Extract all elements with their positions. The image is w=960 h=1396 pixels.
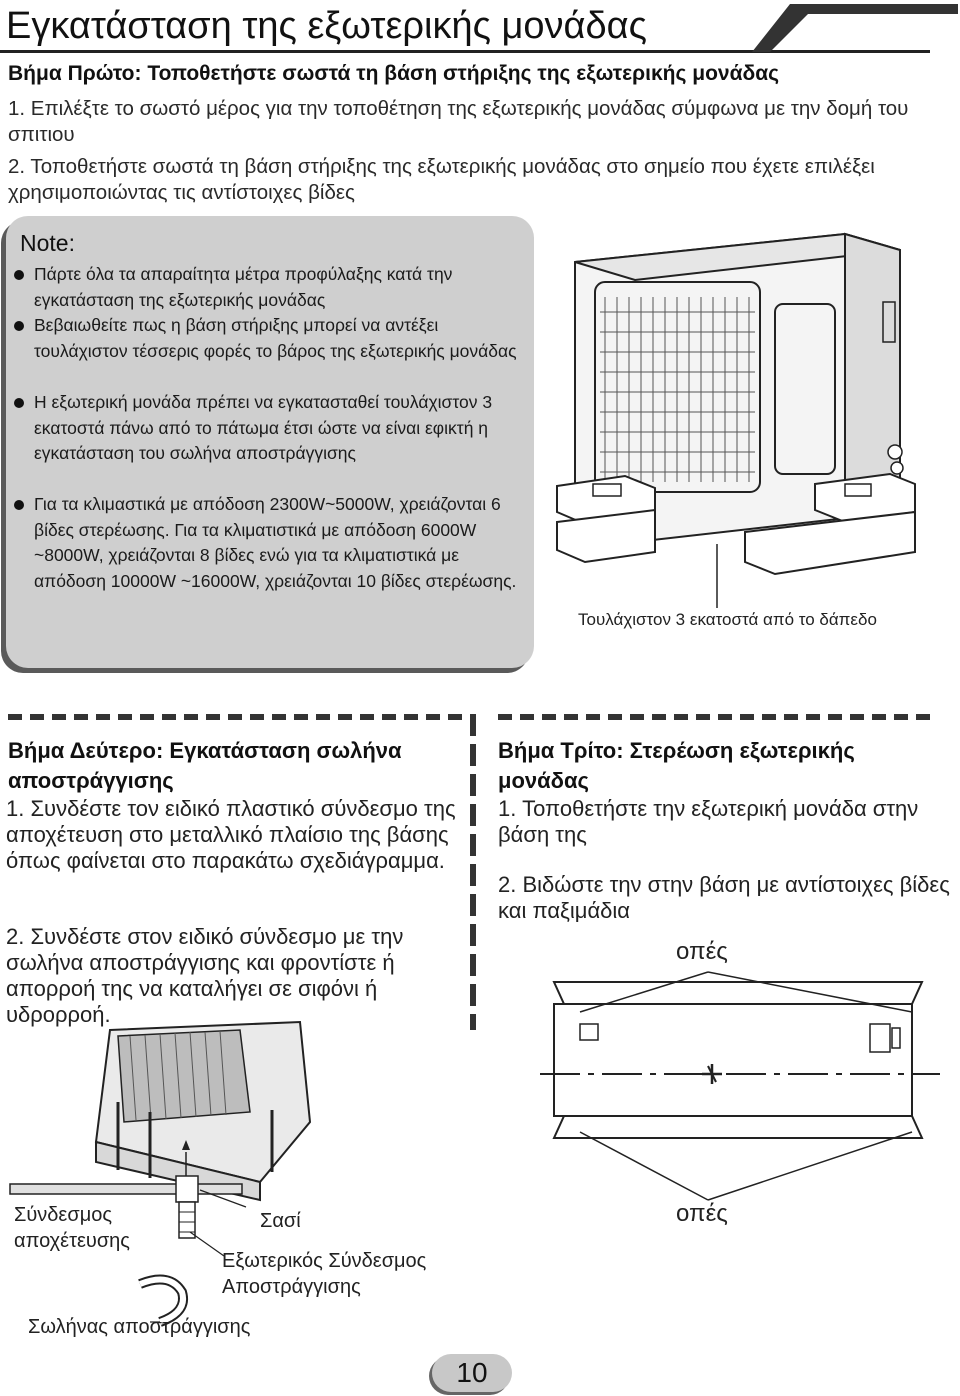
- label-holes-top: οπές: [676, 938, 728, 965]
- bullet-icon: [14, 270, 24, 280]
- label-drain-hose: Σωλήνας αποστράγγισης: [28, 1316, 251, 1338]
- step1-item-1: 1. Επιλέξτε το σωστό μέρος για την τοποθ…: [8, 97, 909, 146]
- label-external-joint: Εξωτερικός Σύνδεσμος Αποστράγγισης: [222, 1250, 427, 1298]
- label-chassis: Σασί: [260, 1210, 301, 1232]
- step3-item-1: 1. Τοποθετήστε την εξωτερική μονάδα στην…: [498, 796, 919, 847]
- step3-heading: Βήμα Τρίτο: Στερέωση εξωτερικής μονάδας: [498, 738, 855, 793]
- note-item: Για τα κλιμαστικά με απόδοση 2300W~5000W…: [14, 492, 524, 594]
- label-holes-bottom: οπές: [676, 1200, 728, 1227]
- step2-item-2: 2. Συνδέστε στον ειδικό σύνδεσμο με την …: [6, 924, 404, 1027]
- step1-item-2: 2. Τοποθετήστε σωστά τη βάση στήριξης τη…: [8, 155, 875, 204]
- note-item: Πάρτε όλα τα απαραίτητα μέτρα προφύλαξης…: [14, 262, 524, 313]
- figure1-caption: Τουλάχιστον 3 εκατοστά από το δάπεδο: [578, 610, 877, 629]
- drain-joint-illustration: [9, 1020, 312, 1327]
- label-drain-joint: Σύνδεσμος αποχέτευσης: [14, 1204, 130, 1252]
- bullet-icon: [14, 321, 24, 331]
- step3-item-2: 2. Βιδώστε την στην βάση με αντίστοιχες …: [498, 872, 950, 923]
- note-list: Πάρτε όλα τα απαραίτητα μέτρα προφύλαξης…: [14, 262, 524, 594]
- note-item: Βεβαιωθείτε πως η βάση στήριξης μπορεί ν…: [14, 313, 524, 390]
- step2-heading: Βήμα Δεύτερο: Εγκατάσταση σωλήνα αποστρά…: [8, 738, 402, 793]
- section-divider-right: [498, 714, 938, 720]
- title-corner-tab: [752, 4, 958, 52]
- bullet-icon: [14, 398, 24, 408]
- note-box: [6, 216, 534, 668]
- note-item: Η εξωτερική μονάδα πρέπει να εγκατασταθε…: [14, 390, 524, 492]
- step1-heading: Βήμα Πρώτο: Τοποθετήστε σωστά τη βάση στ…: [8, 62, 780, 85]
- note-title: Note:: [20, 230, 75, 256]
- step2-item-1: 1. Συνδέστε τον ειδικό πλαστικό σύνδεσμο…: [6, 796, 456, 873]
- title-underline: [0, 50, 930, 53]
- column-divider: [470, 714, 476, 1030]
- page-number: 10: [432, 1354, 512, 1392]
- base-holes-diagram: [540, 971, 940, 1201]
- bullet-icon: [14, 500, 24, 510]
- section-divider-left: [8, 714, 470, 720]
- page-title: Εγκατάσταση της εξωτερικής μονάδας: [6, 5, 647, 47]
- outdoor-unit-illustration: [556, 232, 916, 608]
